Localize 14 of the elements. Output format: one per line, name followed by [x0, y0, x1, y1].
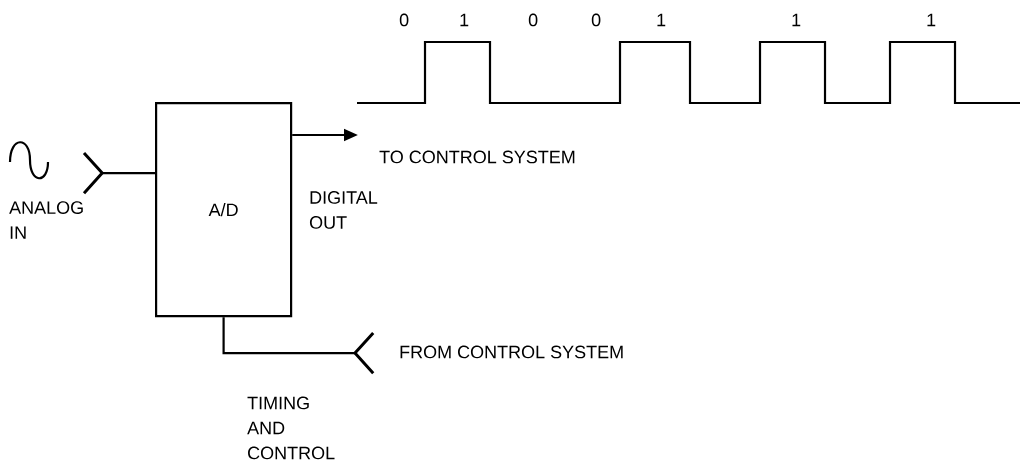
connector-symbol	[353, 332, 375, 375]
connector-symbol	[82, 152, 105, 195]
bit-label: 1	[927, 13, 936, 27]
connector-line	[102, 172, 155, 175]
bit-label: 1	[792, 13, 801, 27]
bit-label: 0	[399, 13, 409, 27]
bit-label: 0	[528, 13, 538, 27]
bit-label: 0	[591, 13, 601, 27]
converter-box: A/D	[155, 102, 293, 318]
bit-label: 1	[460, 13, 469, 27]
signal-label: TIMING AND CONTROL	[247, 396, 335, 460]
signal-label: TO CONTROL SYSTEM	[379, 150, 575, 164]
bit-label: 1	[657, 13, 666, 27]
connector-line	[222, 317, 355, 355]
